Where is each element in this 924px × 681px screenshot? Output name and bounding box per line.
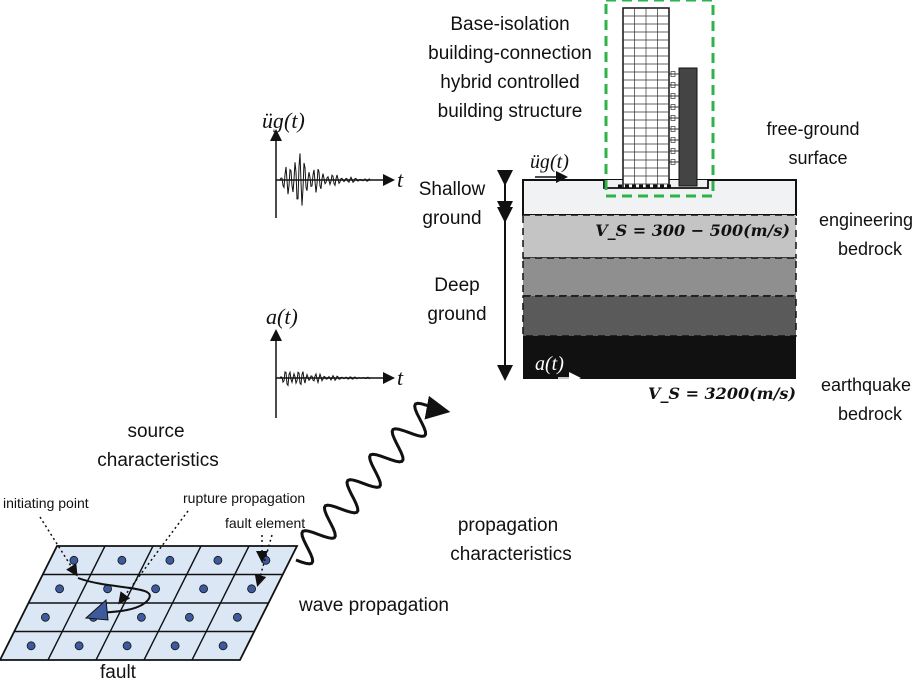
highlight-box: [604, 0, 715, 198]
a-top-label: a(t): [266, 304, 298, 329]
fault-element-dot: [41, 612, 50, 622]
fault-element-dot: [74, 641, 84, 651]
shallow-ground-label-2: ground: [422, 208, 481, 229]
engineering-bedrock-label-2: bedrock: [838, 239, 903, 259]
earthquake-bedrock-layer: [523, 336, 796, 379]
wave-propagation-arrow: [295, 395, 451, 566]
fault-element-dot: [261, 555, 271, 565]
propagation-label-1: propagation: [458, 515, 558, 536]
source-label-2: characteristics: [97, 450, 218, 471]
vs-shallow-label: V_S = 300 − 500(m/s): [595, 221, 790, 240]
title-line-3: hybrid controlled: [440, 72, 579, 93]
building-structure: [604, 0, 715, 198]
wave-propagation-label: wave propagation: [298, 595, 449, 616]
deep-ground-layer-2: [522, 257, 797, 297]
rupture-propagation-leader: [118, 510, 189, 605]
source-label-1: source: [127, 421, 184, 442]
vs-bedrock-label: V_S = 3200(m/s): [648, 384, 796, 403]
rupture-arrowhead: [84, 598, 109, 621]
title-line-4: building structure: [438, 101, 583, 122]
fault-element-dot: [55, 584, 64, 594]
fault-element-leader-2: [254, 534, 273, 587]
fault-element-dot: [199, 584, 209, 594]
fault-element-dot: [170, 641, 180, 651]
ground-profile: [522, 179, 797, 379]
engineering-bedrock-label-1: engineering: [819, 210, 913, 230]
damper-device: [670, 159, 676, 165]
title-line-2: building-connection: [428, 43, 592, 64]
fault-label: fault: [100, 662, 137, 681]
t-label-2: t: [397, 365, 404, 390]
fault-element-dot: [213, 555, 223, 565]
bedrock-time-history: a(t) t: [266, 304, 404, 418]
surface-acceleration-label: üɡ(t): [530, 151, 569, 173]
bedrock-acceleration-label: a(t): [535, 353, 564, 375]
fault-grid: [14, 545, 283, 661]
fault-element-dot: [26, 641, 36, 651]
fault-element-dot: [117, 555, 127, 565]
connected-building: [678, 67, 698, 187]
rupture-path: [77, 577, 151, 614]
ug-waveform: [279, 153, 371, 206]
building-title: Base-isolation building-connection hybri…: [428, 14, 592, 122]
a-waveform: [279, 370, 371, 387]
fault-element-dot: [165, 555, 175, 565]
shallow-ground-label-1: Shallow: [419, 179, 486, 200]
t-label-1: t: [397, 167, 404, 192]
fault-element-dot: [184, 612, 194, 622]
surface-time-history: üɡ(t) t: [262, 108, 404, 218]
damper-device: [670, 93, 676, 99]
fault-plane: [0, 510, 299, 661]
fault-element-label: fault element: [225, 515, 305, 531]
damper-device: [670, 126, 676, 132]
fault-element-dot: [232, 612, 242, 622]
building-grid: [623, 8, 669, 188]
fault-element-dot: [218, 641, 228, 651]
damper-device: [670, 71, 676, 77]
rupture-propagation-label: rupture propagation: [183, 490, 305, 506]
propagation-label-2: characteristics: [450, 544, 571, 565]
damper-device: [670, 82, 676, 88]
fault-element-dot: [69, 555, 79, 565]
deep-ground-label-2: ground: [427, 304, 486, 325]
deep-ground-layer-1: [522, 214, 797, 259]
damper-device: [670, 104, 676, 110]
free-ground-label-1: free-ground: [766, 119, 859, 139]
initiating-point-label: initiating point: [3, 495, 89, 511]
earthquake-bedrock-label-2: bedrock: [838, 404, 903, 424]
fault-element-dot: [247, 584, 257, 594]
damper-device: [670, 148, 676, 154]
fault-elements: [26, 555, 271, 651]
deep-ground-label-1: Deep: [434, 275, 479, 296]
deep-ground-layer-3: [522, 295, 797, 337]
fault-element-dot: [151, 584, 161, 594]
initiating-point-leader: [39, 516, 78, 577]
damper-device: [670, 115, 676, 121]
free-ground-label-2: surface: [788, 148, 847, 168]
damper-device: [670, 137, 676, 143]
fault-element-dot: [122, 641, 132, 651]
earthquake-bedrock-label-1: earthquake: [821, 375, 911, 395]
fault-element-dot: [136, 612, 146, 622]
title-line-1: Base-isolation: [450, 14, 569, 35]
ug-top-label: üɡ(t): [262, 108, 305, 133]
building-connectors: [669, 71, 679, 165]
